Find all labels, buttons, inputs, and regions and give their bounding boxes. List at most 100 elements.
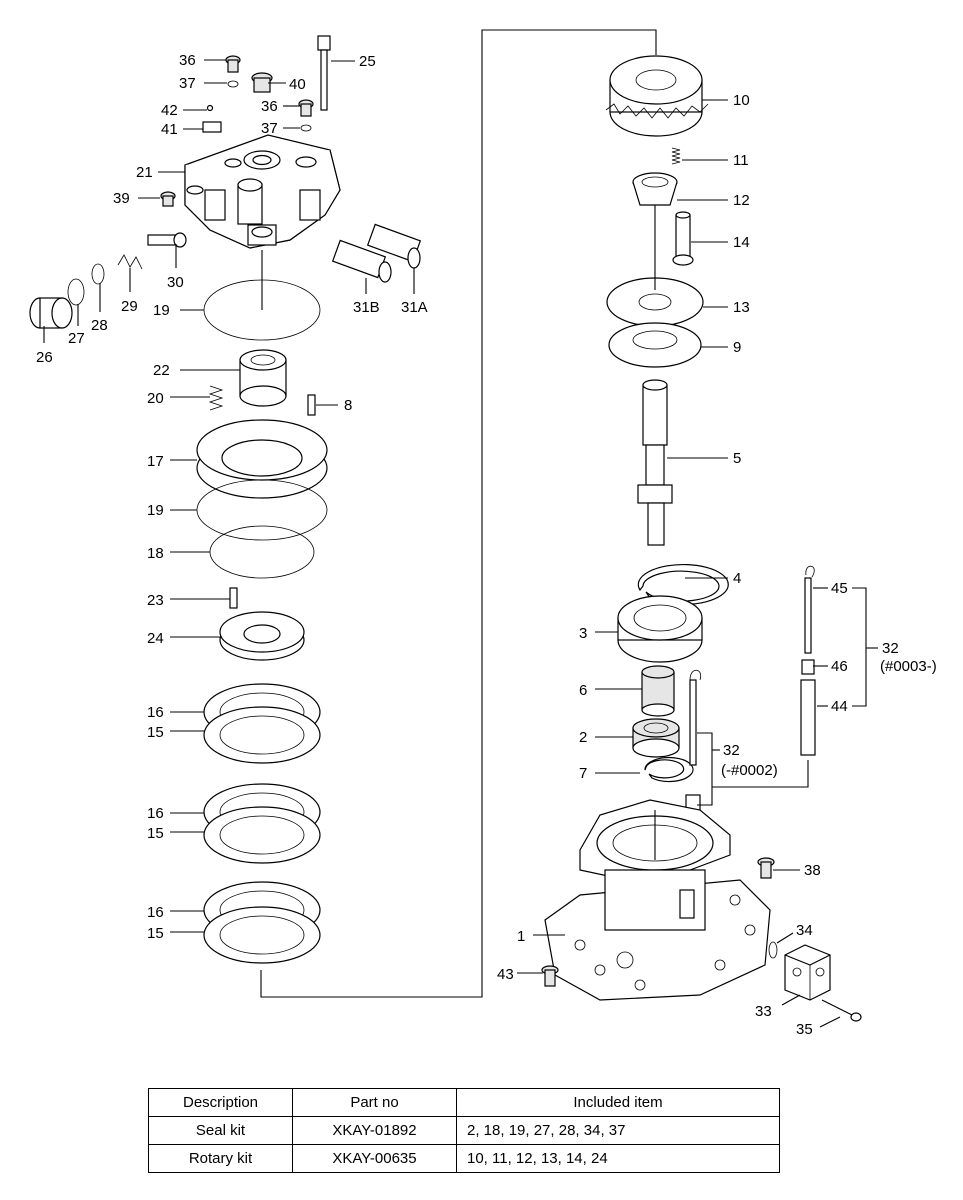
callout-27: 27: [68, 330, 85, 347]
callout-1: 1: [517, 928, 525, 945]
housing-1-part: [544, 799, 771, 1001]
spring-20-part: [208, 385, 224, 411]
callout-21: 21: [136, 164, 153, 181]
back-up-ring-28-part: [91, 263, 105, 285]
bearing-22-part: [239, 349, 287, 407]
spring-11-part: [671, 147, 681, 165]
bushing-12-part: [632, 172, 678, 206]
snap-ring-7-part: [644, 756, 694, 783]
callout-3: 3: [579, 625, 587, 642]
o-ring-37a-part: [227, 80, 239, 88]
plug-36b-part: [298, 99, 314, 117]
kit-part-no: XKAY-00635: [292, 1144, 457, 1173]
level-gauge-32-new-part: [800, 565, 816, 756]
callout-7: 7: [579, 765, 587, 782]
kit-included-items: 2, 18, 19, 27, 28, 34, 37: [456, 1116, 780, 1145]
plate-set-16-15-b: [203, 783, 321, 864]
callout-41: 41: [161, 121, 178, 138]
callout-labels: 36 37 40 36 42 41 37 25 21 39 30 29 28 2…: [36, 52, 937, 1038]
callout-32a-note: (#0003-): [880, 658, 937, 675]
callout-10: 10: [733, 92, 750, 109]
callout-14: 14: [733, 234, 750, 251]
callout-15c: 15: [147, 925, 164, 942]
callout-6: 6: [579, 682, 587, 699]
bolt-25-part: [317, 35, 331, 111]
callout-35: 35: [796, 1021, 813, 1038]
callout-24: 24: [147, 630, 164, 647]
callout-36a: 36: [179, 52, 196, 69]
kit-part-no: XKAY-01892: [292, 1116, 457, 1145]
kit-description: Seal kit: [148, 1116, 293, 1145]
callout-15a: 15: [147, 724, 164, 741]
callout-16b: 16: [147, 805, 164, 822]
valve-cover-part: [184, 134, 341, 249]
callout-32b-note: (-#0002): [721, 762, 778, 779]
o-ring-18-part: [209, 525, 315, 579]
plate-set-16-15-a: [203, 683, 321, 764]
level-gauge-32-old-part: [685, 669, 702, 812]
plug-43-part: [541, 965, 559, 987]
collar-2-part: [632, 718, 680, 758]
kit-description: Rotary kit: [148, 1144, 293, 1173]
plate-set-16-15-c: [203, 881, 321, 964]
drive-shaft-5-part: [637, 379, 673, 546]
bushing-6-part: [641, 665, 675, 717]
shoe-plate-9-part: [608, 322, 702, 368]
callout-13: 13: [733, 299, 750, 316]
bolt-35-part: [821, 999, 862, 1022]
o-ring-27-part: [67, 278, 85, 306]
callout-12: 12: [733, 192, 750, 209]
callout-39: 39: [113, 190, 130, 207]
callout-43: 43: [497, 966, 514, 983]
table-row: Rotary kit XKAY-00635 10, 11, 12, 13, 14…: [148, 1144, 780, 1173]
callout-20: 20: [147, 390, 164, 407]
plug-38-part: [757, 857, 775, 879]
callout-44: 44: [831, 698, 848, 715]
plug-39-part: [160, 191, 176, 207]
callout-26: 26: [36, 349, 53, 366]
callout-19b: 19: [147, 502, 164, 519]
callout-5: 5: [733, 450, 741, 467]
plate-24-part: [219, 611, 305, 661]
plug-26-part: [29, 297, 73, 329]
callout-31a: 31A: [401, 299, 428, 316]
callout-37b: 37: [261, 120, 278, 137]
kit-table-header-part-no: Part no: [292, 1088, 457, 1117]
cylinder-block-10-part: [605, 55, 709, 137]
plug-36a-part: [225, 55, 241, 73]
callout-46: 46: [831, 658, 848, 675]
pin-23-part: [229, 587, 238, 609]
check-valve-31a-part: [366, 223, 422, 269]
callout-31b: 31B: [353, 299, 380, 316]
callout-19a: 19: [153, 302, 170, 319]
pin-8-part: [307, 394, 316, 416]
callout-25: 25: [359, 53, 376, 70]
kit-included-items: 10, 11, 12, 13, 14, 24: [456, 1144, 780, 1173]
callout-11: 11: [733, 152, 749, 169]
callout-30: 30: [167, 274, 184, 291]
callout-33: 33: [755, 1003, 772, 1020]
right-leader-lines: [517, 99, 878, 1028]
callout-16c: 16: [147, 904, 164, 921]
callout-17: 17: [147, 453, 164, 470]
callout-18: 18: [147, 545, 164, 562]
spring-29-part: [117, 254, 143, 270]
callout-32a: 32: [882, 640, 899, 657]
callout-23: 23: [147, 592, 164, 609]
callout-22: 22: [153, 362, 170, 379]
shaft-30-part: [147, 232, 187, 248]
bearing-3-part: [617, 595, 703, 663]
name-plate-41-part: [202, 121, 222, 133]
callout-8: 8: [344, 397, 352, 414]
plate-17-part: [196, 419, 328, 499]
callout-37a: 37: [179, 75, 196, 92]
callout-40: 40: [289, 76, 306, 93]
rivet-42-part: [206, 104, 214, 112]
callout-2: 2: [579, 729, 587, 746]
callout-28: 28: [91, 317, 108, 334]
callout-36b: 36: [261, 98, 278, 115]
callout-32b: 32: [723, 742, 740, 759]
callout-42: 42: [161, 102, 178, 119]
callout-29: 29: [121, 298, 138, 315]
callout-38: 38: [804, 862, 821, 879]
